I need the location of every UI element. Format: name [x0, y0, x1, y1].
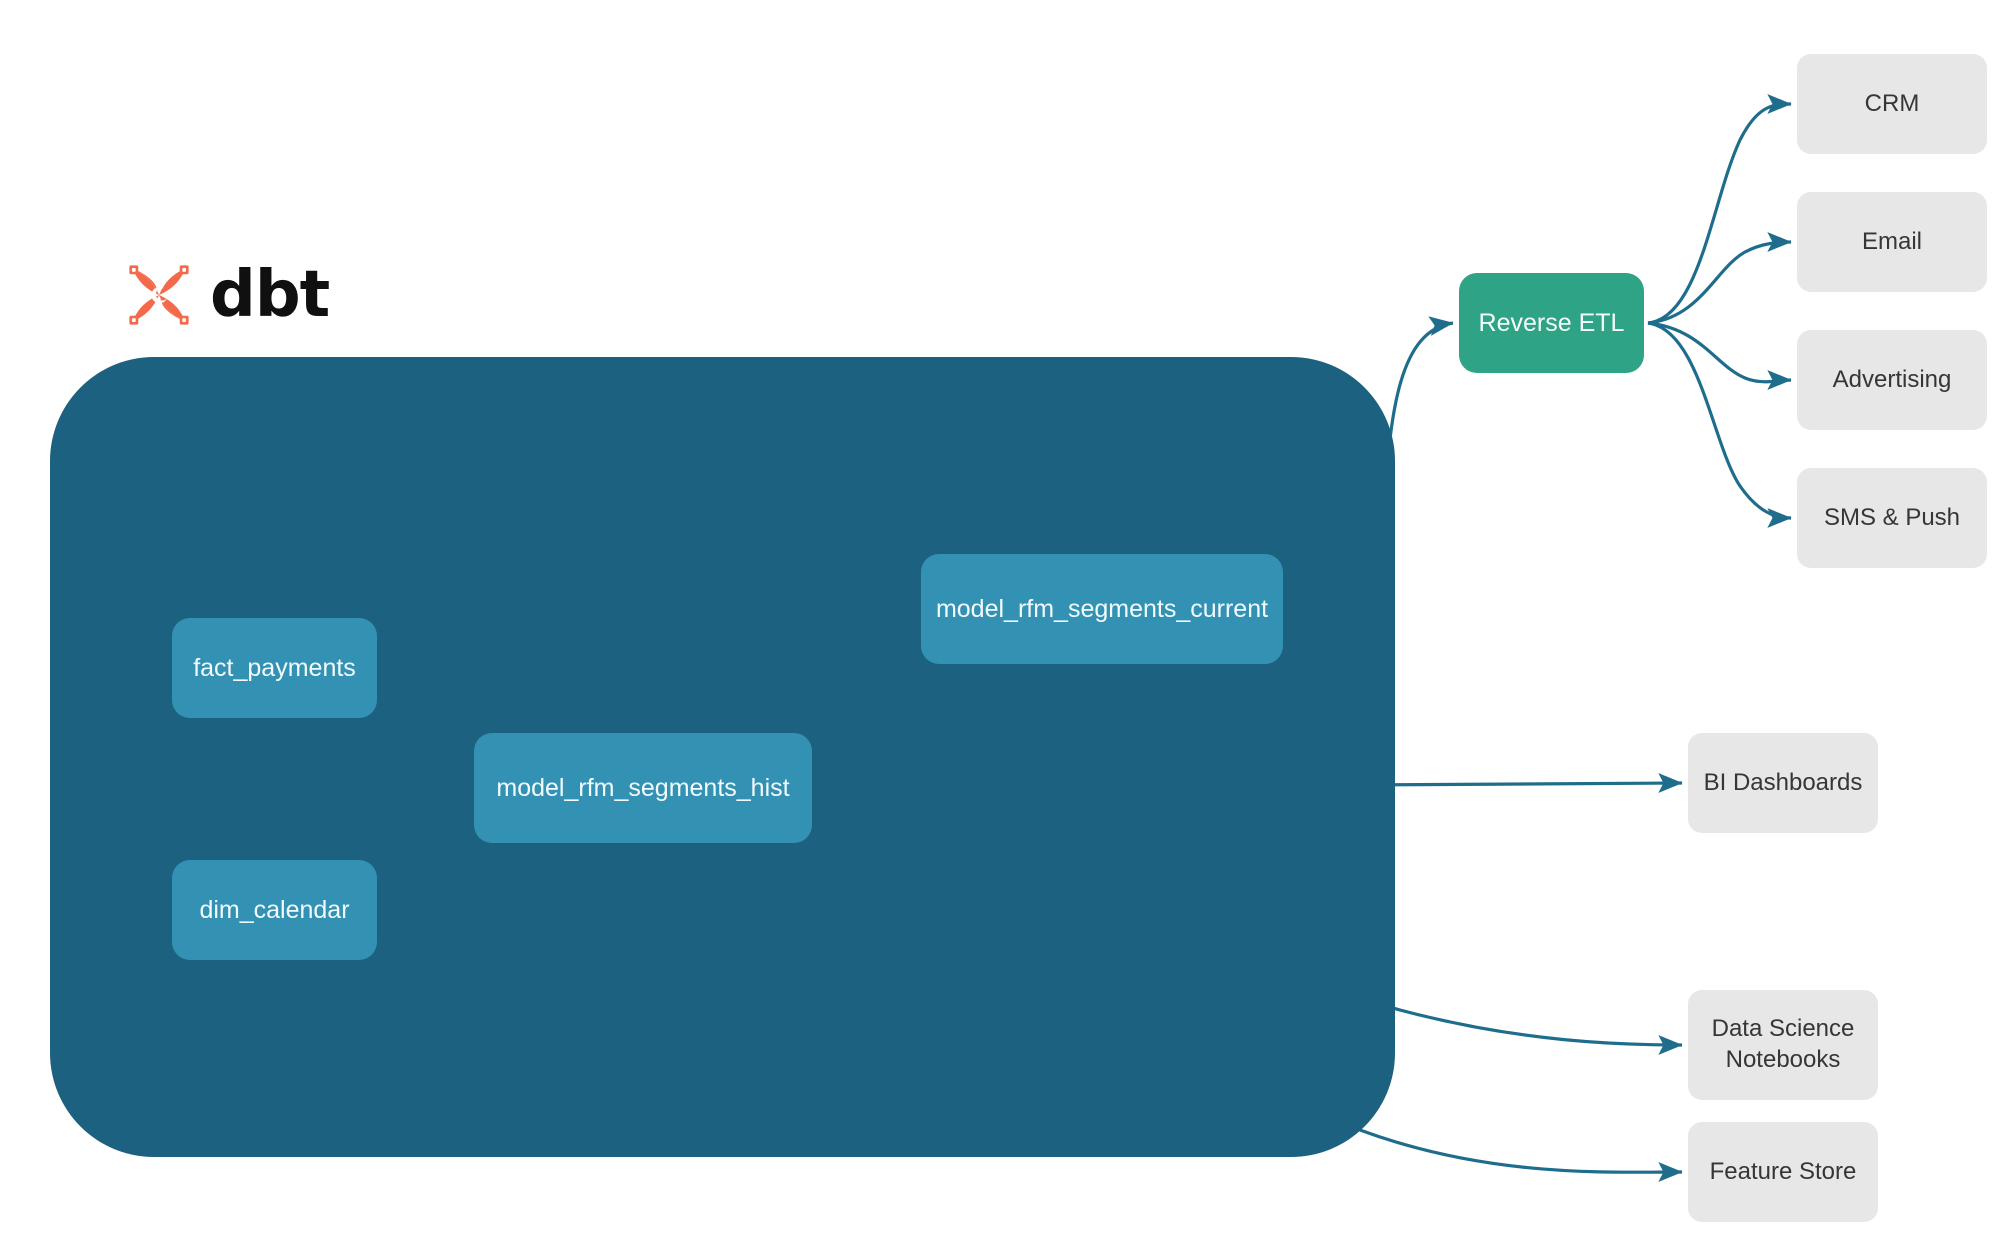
- node-label-multiline: Data Science Notebooks: [1712, 1014, 1855, 1075]
- node-label: Email: [1861, 227, 1922, 255]
- node-label: dim_calendar: [199, 895, 350, 924]
- node-email[interactable]: Email: [1797, 192, 1987, 292]
- node-reverse-etl[interactable]: Reverse ETL: [1459, 273, 1644, 373]
- node-advertising[interactable]: Advertising: [1797, 330, 1987, 430]
- node-label-line-2: Notebooks: [1725, 1046, 1841, 1073]
- node-model-rfm-segments-current[interactable]: model_rfm_segments_current: [921, 554, 1283, 664]
- reverse-etl-fanout-edges: [1647, 94, 1792, 528]
- node-label: CRM: [1864, 89, 1920, 117]
- dbt-logo-icon: [129, 265, 189, 325]
- node-feature-store[interactable]: Feature Store: [1688, 1122, 1878, 1222]
- node-label: Reverse ETL: [1478, 308, 1625, 337]
- node-fact-payments[interactable]: fact_payments: [172, 618, 377, 718]
- node-label: model_rfm_segments_hist: [496, 773, 790, 802]
- node-data-science-notebooks[interactable]: Data Science Notebooks: [1688, 990, 1878, 1100]
- node-label: Feature Store: [1709, 1157, 1857, 1185]
- node-dim-calendar[interactable]: dim_calendar: [172, 860, 377, 960]
- dbt-brand: dbt: [122, 258, 330, 332]
- node-label: BI Dashboards: [1703, 768, 1863, 796]
- node-label-line-1: Data Science: [1711, 1015, 1855, 1043]
- node-model-rfm-segments-hist[interactable]: model_rfm_segments_hist: [474, 733, 812, 843]
- node-label: SMS & Push: [1823, 503, 1961, 531]
- dbt-wordmark: dbt: [210, 258, 330, 332]
- node-crm[interactable]: CRM: [1797, 54, 1987, 154]
- node-sms-push[interactable]: SMS & Push: [1797, 468, 1987, 568]
- node-bi-dashboards[interactable]: BI Dashboards: [1688, 733, 1878, 833]
- node-label: Advertising: [1832, 365, 1952, 393]
- node-label: fact_payments: [193, 653, 356, 682]
- node-label: model_rfm_segments_current: [935, 594, 1269, 623]
